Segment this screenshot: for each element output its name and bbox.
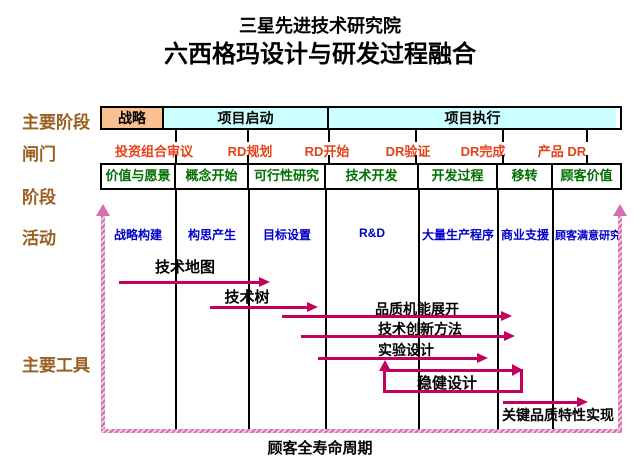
tool-label-tech-tree: 技术树 <box>224 289 270 306</box>
gate-tick-upper <box>502 129 504 142</box>
gate-label-dr-verify: DR验证 <box>385 144 431 159</box>
activity-goal-setting: 目标设置 <box>262 228 311 242</box>
phase-cell-kickoff: 项目启动 <box>164 108 329 128</box>
row-label-tools: 主要工具 <box>22 356 90 375</box>
column-line <box>552 190 554 432</box>
activity-mass-production: 大量生产程序 <box>421 228 494 242</box>
gate-tick-upper <box>586 129 588 142</box>
row-label-stages: 阶段 <box>22 188 56 207</box>
stage-row: 价值与愿景 概念开始 可行性研究 技术开发 开发过程 移转 顾客价值 <box>100 163 622 190</box>
lifecycle-frame-right <box>618 216 622 430</box>
tool-label-qfd: 品质机能展开 <box>375 301 459 317</box>
column-line <box>418 190 420 432</box>
row-label-activities: 活动 <box>22 229 56 248</box>
phase-cell-strategy: 战略 <box>102 108 164 128</box>
column-line <box>325 190 327 432</box>
lifecycle-label: 顾客全寿命周期 <box>267 440 373 457</box>
activity-business-support: 商业支援 <box>500 228 549 242</box>
row-label-phases: 主要阶段 <box>22 113 90 132</box>
stage-cell-transfer: 移转 <box>498 165 553 188</box>
column-line <box>248 190 250 432</box>
stage-cell-value-vision: 价值与愿景 <box>102 165 176 188</box>
robust-design-box <box>383 369 523 393</box>
activity-rnd: R&D <box>359 226 385 240</box>
tool-arrow-triz <box>301 331 515 341</box>
stage-cell-concept-start: 概念开始 <box>176 165 249 188</box>
phase-bar: 战略 项目启动 项目执行 <box>100 106 622 130</box>
gate-label-dr-complete: DR完成 <box>460 144 506 159</box>
activity-customer-satisfaction: 顾客满意研究 <box>555 230 621 242</box>
page-subtitle: 六西格玛设计与研发过程融合 <box>164 41 476 68</box>
activity-idea-generation: 构思产生 <box>187 228 236 242</box>
lifecycle-arrowhead-right-icon <box>613 204 627 216</box>
gate-tick-upper <box>247 129 249 142</box>
gate-tick-lower <box>415 155 417 164</box>
gate-tick-lower <box>586 155 588 164</box>
tool-arrow-doe <box>318 353 488 363</box>
tool-arrow-tech-tree <box>210 302 318 312</box>
gate-tick-lower <box>328 155 330 164</box>
gate-tick-lower <box>175 155 177 164</box>
tool-arrow-ctq <box>503 397 588 407</box>
tool-label-ctq: 关键品质特性实现 <box>502 407 614 423</box>
robust-design-arrowhead-right-icon <box>512 364 523 376</box>
gate-tick-upper <box>415 129 417 142</box>
column-line <box>497 190 499 432</box>
tool-arrow-tech-map <box>119 277 270 287</box>
gate-label-product-dr: 产品 DR <box>537 144 587 159</box>
page-title: 三星先进技术研究院 <box>239 16 401 36</box>
column-line <box>175 190 177 432</box>
activity-strategy-build: 战略构建 <box>113 228 162 242</box>
stage-cell-tech-dev: 技术开发 <box>326 165 419 188</box>
stage-cell-dev-process: 开发过程 <box>419 165 498 188</box>
gate-tick-upper <box>328 129 330 142</box>
tool-label-doe: 实验设计 <box>378 342 434 358</box>
lifecycle-frame-bottom <box>101 429 622 433</box>
robust-design-arrowhead-up-icon <box>379 360 391 371</box>
stage-cell-feasibility: 可行性研究 <box>249 165 326 188</box>
lifecycle-arrowhead-left-icon <box>96 204 110 216</box>
lifecycle-frame-left <box>101 216 105 430</box>
tool-label-tech-map: 技术地图 <box>154 259 215 276</box>
gate-label-rd-start: RD开始 <box>304 144 350 159</box>
tool-label-robust-design: 稳健设计 <box>416 375 477 392</box>
tool-label-triz: 技术创新方法 <box>378 321 462 337</box>
gate-label-rd-planning: RD规划 <box>227 144 273 159</box>
gate-tick-upper <box>175 129 177 142</box>
gate-tick-lower <box>247 155 249 164</box>
phase-cell-execution: 项目执行 <box>329 108 616 128</box>
stage-cell-customer-value: 顾客价值 <box>560 168 613 183</box>
gate-label-portfolio-review: 投资组合审议 <box>114 144 193 159</box>
gate-tick-lower <box>502 155 504 164</box>
tool-arrow-qfd <box>282 311 512 321</box>
row-label-gates: 闸门 <box>22 145 56 164</box>
